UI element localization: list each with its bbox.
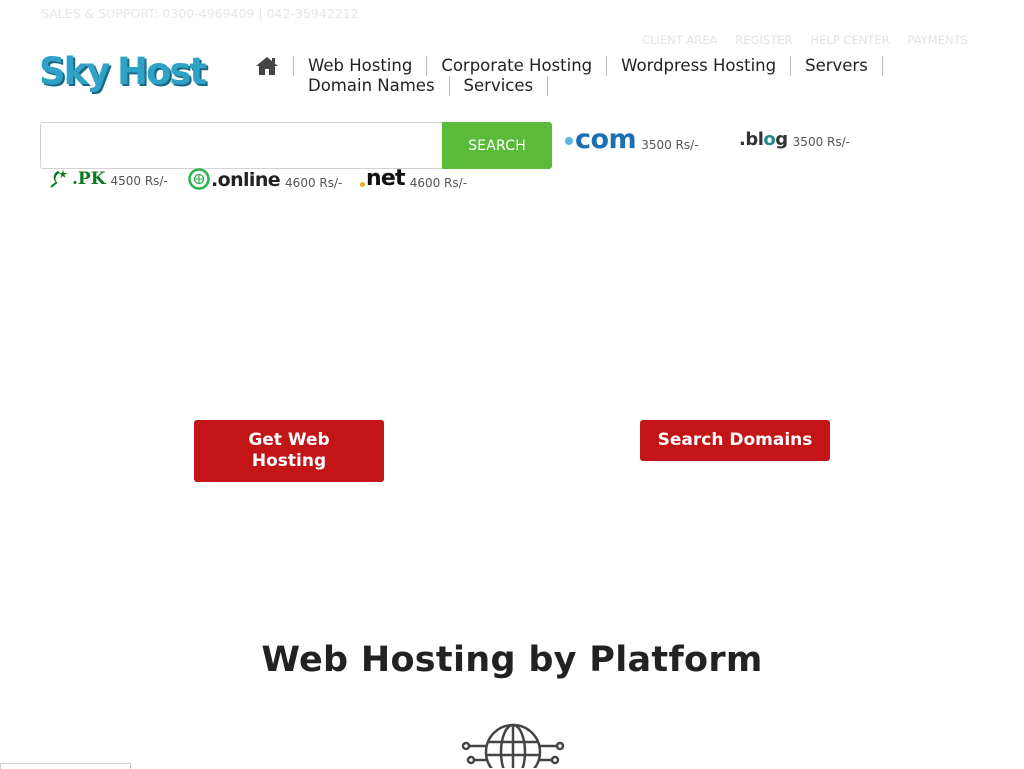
tld-com: com 3500 Rs/- [565,124,699,155]
skyhost-logo[interactable]: Sky Sky Host Host [40,48,210,98]
section-title: Web Hosting by Platform [261,640,763,680]
tld-com-logo: com [575,124,637,155]
tld-blog: .blog 3500 Rs/- [739,129,850,150]
com-dot-icon [565,137,573,145]
nav-web-hosting[interactable]: Web Hosting [294,55,428,76]
nav-domain-names[interactable]: Domain Names [252,75,450,96]
nav-wordpress-hosting[interactable]: Wordpress Hosting [607,55,792,76]
tld-com-price: 3500 Rs/- [641,138,699,152]
tld-blog-logo: .blog [739,129,788,150]
tld-net-price: 4600 Rs/- [409,176,468,190]
tld-online-price: 4600 Rs/- [285,176,343,190]
home-icon [256,56,278,75]
help-center-link[interactable]: HELP CENTER [810,33,890,47]
logo-shadow-sky: Sky [41,52,112,95]
domain-search-input[interactable] [40,122,442,169]
tld-pk-logo: .PK [72,169,106,189]
search-domains-button[interactable]: Search Domains [640,420,830,461]
top-links: CLIENT AREA REGISTER HELP CENTER PAYMENT… [642,33,968,49]
tld-pk: .PK 4500 Rs/- [50,168,168,188]
register-link[interactable]: REGISTER [735,33,793,47]
tld-online-logo: .online [211,169,281,191]
nav-services[interactable]: Services [450,75,549,96]
sales-support-text: SALES & SUPPORT: 0300-4969409 | 042-3594… [41,6,359,21]
main-nav: Web Hosting Corporate Hosting Wordpress … [252,55,972,96]
nav-servers[interactable]: Servers [791,55,883,76]
logo-shadow-host: Host [119,52,208,95]
logo-text-sky: Sky [40,50,110,93]
get-web-hosting-button[interactable]: Get Web Hosting [194,420,384,482]
globe-network-icon [461,723,565,768]
tld-blog-price: 3500 Rs/- [792,135,850,149]
tld-online: .online 4600 Rs/- [188,168,342,190]
logo-text-host: Host [117,50,206,93]
client-area-link[interactable]: CLIENT AREA [642,33,718,47]
tld-net: net 4600 Rs/- [360,168,467,190]
online-globe-icon [188,168,210,190]
payments-link[interactable]: PAYMENTS [907,33,968,47]
net-dot-icon [360,182,365,187]
search-button[interactable]: SEARCH [442,122,552,169]
tld-net-logo: net [366,166,405,191]
tld-pk-price: 4500 Rs/- [110,174,168,188]
nav-home[interactable] [252,55,294,76]
nav-corporate-hosting[interactable]: Corporate Hosting [427,55,608,76]
corner-widget[interactable] [0,763,131,769]
pakistan-flag-icon [50,170,67,188]
